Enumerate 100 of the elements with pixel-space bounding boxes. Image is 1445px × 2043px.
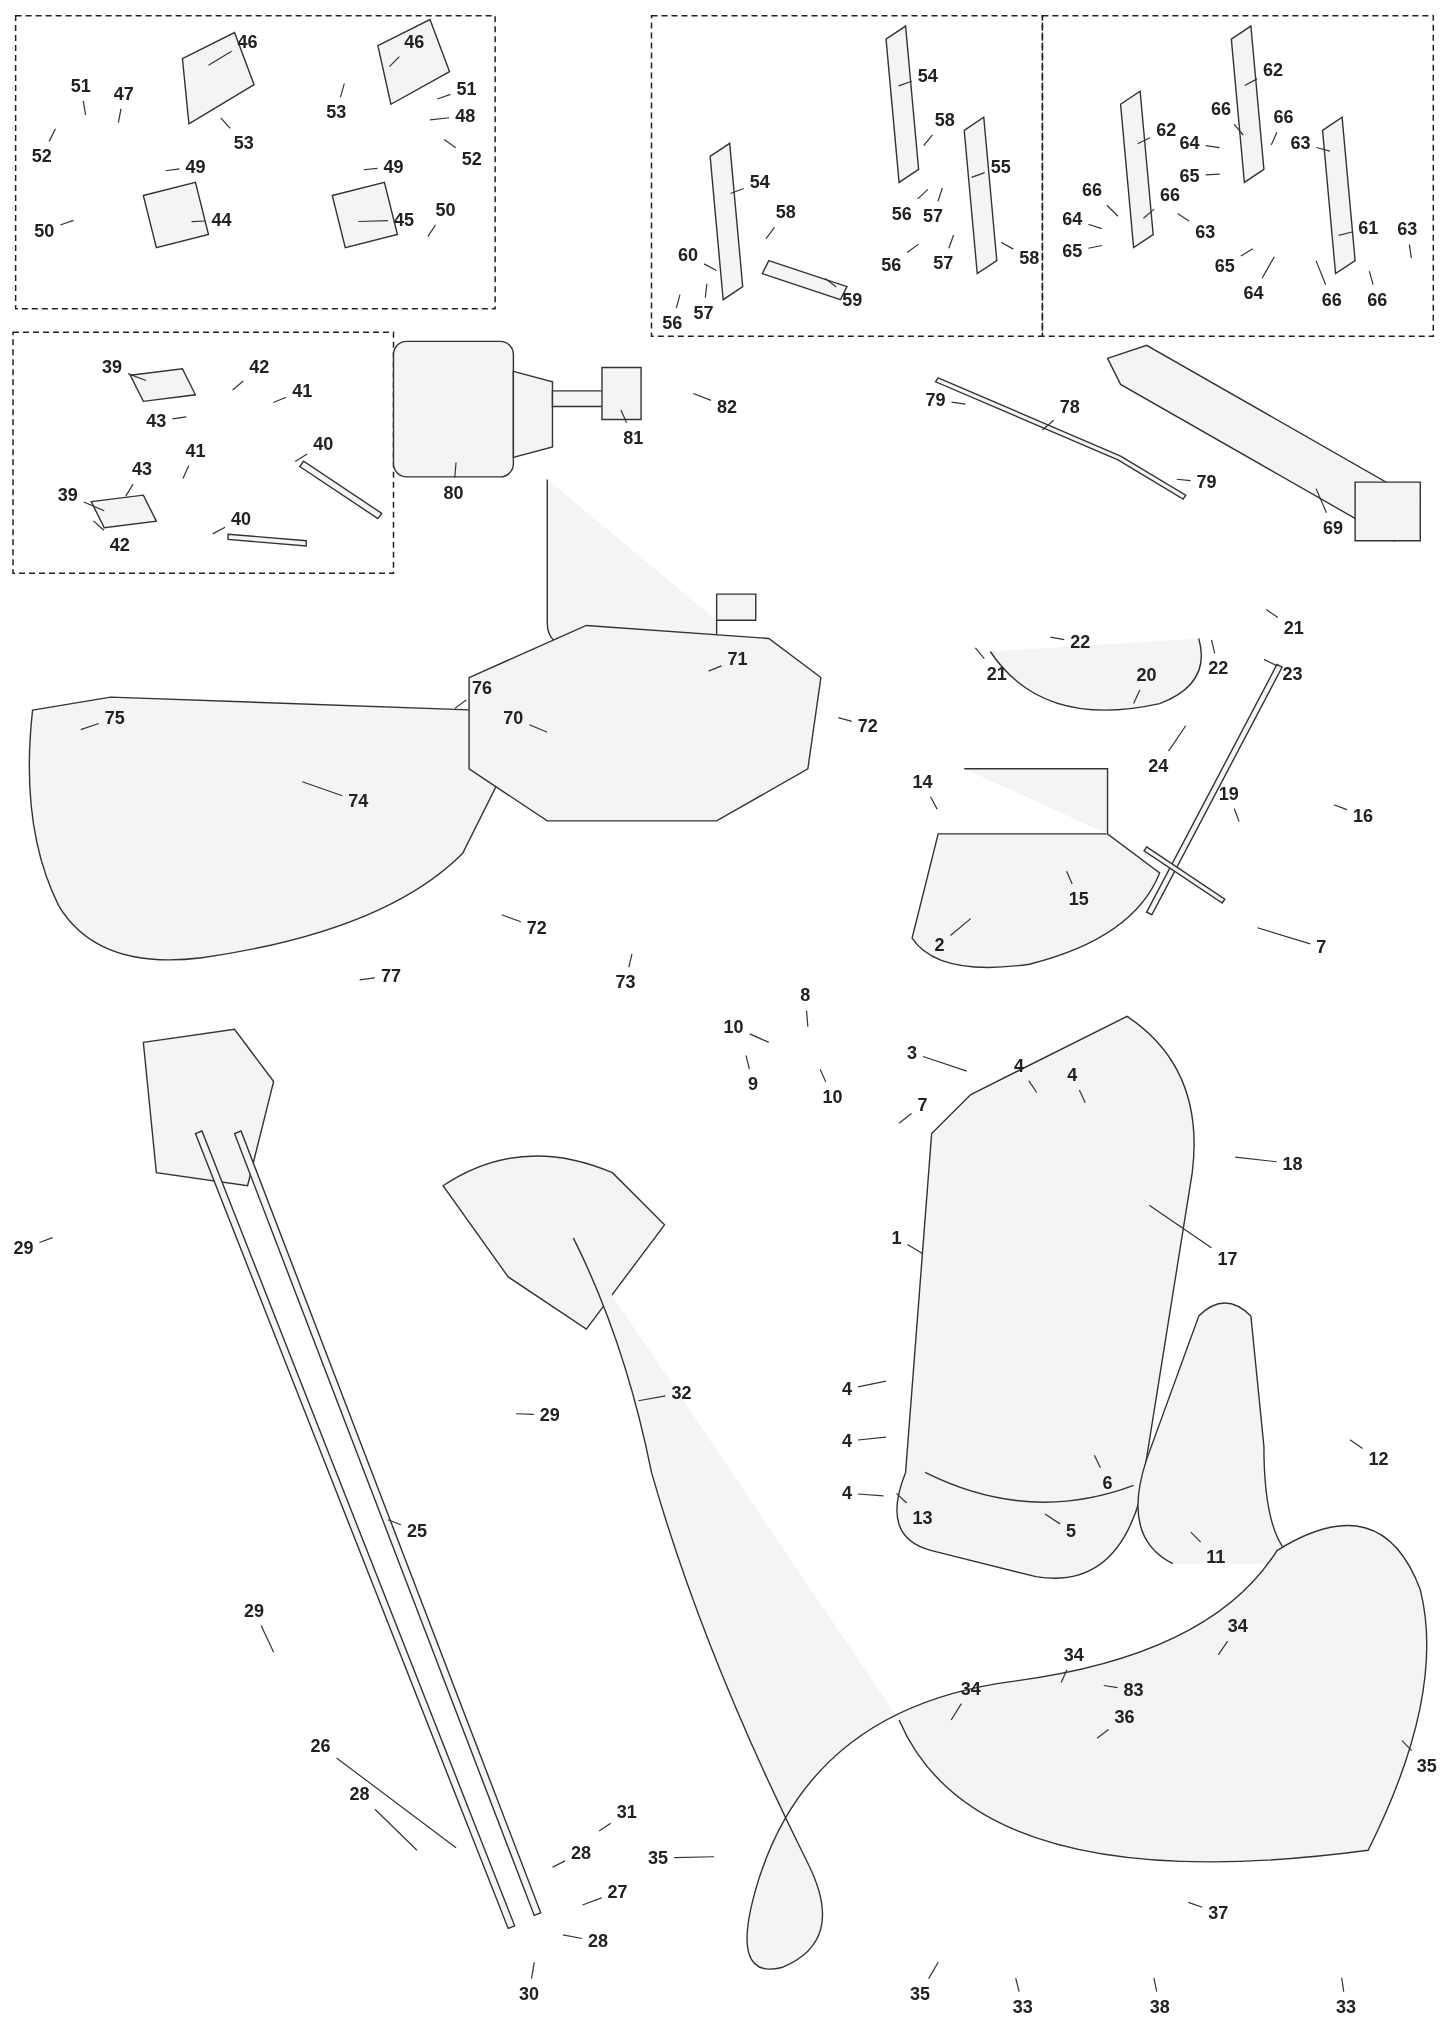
leader-line [1177,212,1190,222]
callout-number: 41 [292,381,313,400]
leader-line [339,83,345,98]
leader-line [1315,488,1328,514]
callout-number: 49 [185,157,206,176]
leader-line [528,724,548,733]
callout-number: 75 [104,708,125,727]
leader-line [637,1395,667,1402]
callout-number: 40 [231,509,252,528]
callout-number: 79 [925,391,946,409]
leader-line [117,108,122,124]
leader-line [970,172,986,178]
leader-line [581,1897,603,1906]
leader-line [1349,1439,1364,1450]
leader-line [1187,1901,1203,1908]
callout-number: 56 [891,204,912,223]
callout-number: 39 [102,358,123,377]
callout-number: 83 [1123,1681,1144,1699]
leader-line [427,224,437,238]
callout-number: 11 [1206,1548,1226,1567]
callout-number: 4 [841,1432,852,1451]
leader-line [897,80,913,87]
callout-number: 30 [519,1984,540,2003]
leader-line [429,117,450,121]
callout-number: 39 [57,486,78,505]
leader-line [922,1055,968,1072]
leader-line [1106,204,1119,217]
callout-number: 22 [1070,633,1091,652]
leader-line [923,134,934,147]
leader-line [1261,256,1275,279]
leader-line [937,187,943,202]
leader-line [1103,1684,1119,1689]
callout-number: 69 [1322,518,1343,537]
callout-number: 48 [455,106,476,125]
callout-number: 60 [677,246,698,265]
callout-number: 53 [233,134,254,153]
callout-number: 41 [185,441,206,460]
leader-line [1270,131,1278,146]
leader-line [1205,145,1221,149]
callout-number: 4 [841,1484,852,1503]
callout-number: 46 [237,32,258,51]
callout-number: 27 [607,1882,628,1901]
leader-line [552,1860,566,1868]
callout-number: 54 [749,173,770,192]
callout-number: 19 [1218,784,1239,803]
leader-line [824,277,837,288]
callout-number: 58 [775,203,796,222]
callout-number: 36 [1114,1708,1135,1727]
leader-line [620,409,628,424]
callout-number: 24 [1148,757,1169,776]
callout-number: 25 [406,1522,427,1540]
leader-line [906,243,920,254]
leader-line [92,520,105,531]
callout-number: 65 [1179,166,1200,185]
callout-number: 46 [404,32,425,51]
leader-line [1133,689,1141,705]
leader-line [1000,241,1014,250]
leader-line [80,722,100,731]
callout-number: 66 [1367,290,1388,309]
leader-line [1142,208,1155,219]
callout-number: 43 [146,411,167,430]
leader-line [692,392,712,401]
callout-number: 65 [1062,242,1083,261]
leader-line [272,396,287,404]
leader-line [1153,1977,1158,1993]
callout-number: 35 [648,1849,668,1868]
leader-line [1315,260,1327,286]
callout-number: 65 [1214,256,1235,275]
leader-line [707,665,723,672]
leader-line [917,188,929,200]
leader-line [59,219,75,226]
leader-line [1041,419,1055,431]
callout-number: 64 [1179,134,1200,153]
leader-line [1234,1156,1278,1163]
leader-line [301,781,343,797]
leader-line [857,1380,887,1388]
callout-number: 58 [1019,249,1040,267]
leader-line [1148,1204,1213,1249]
callout-number: 62 [1263,61,1284,80]
callout-number: 66 [1081,181,1102,200]
callout-number: 21 [1283,619,1304,638]
callout-number: 26 [310,1737,331,1755]
leader-line [1217,1640,1229,1656]
callout-number: 50 [34,221,55,240]
leader-line [83,501,105,512]
callout-number: 16 [1352,806,1373,825]
callout-number: 44 [211,211,232,230]
leader-line [1078,1089,1086,1104]
leader-line [598,1822,612,1832]
leader-line [1167,725,1187,752]
leader-line [950,401,967,405]
callout-number: 6 [1102,1473,1113,1492]
callout-number: 57 [922,207,943,226]
leader-line [454,699,467,709]
leader-line [1190,1531,1202,1543]
leader-line [515,1413,535,1416]
leader-line [190,220,207,223]
leader-line [1315,146,1331,152]
callout-number: 52 [461,149,482,168]
callout-number: 9 [748,1075,759,1094]
